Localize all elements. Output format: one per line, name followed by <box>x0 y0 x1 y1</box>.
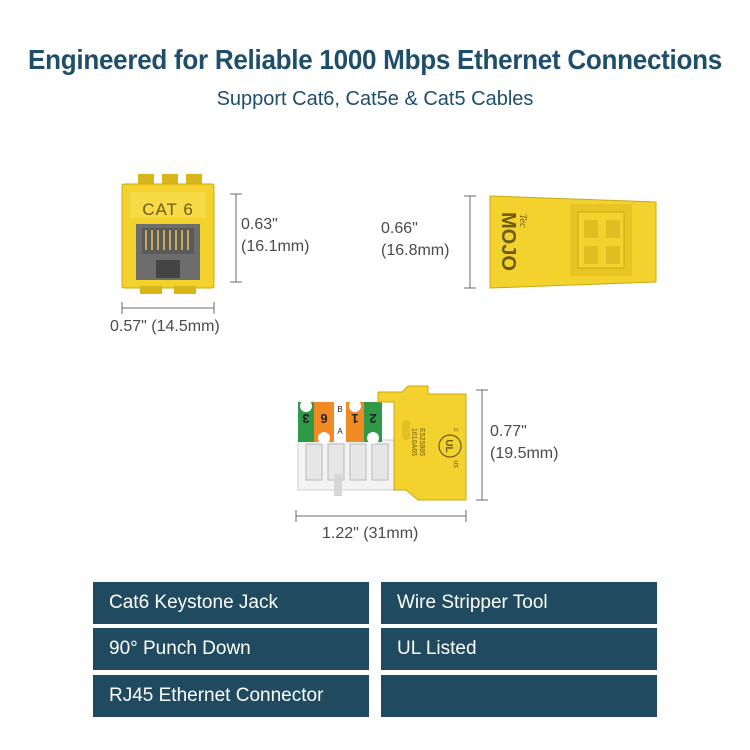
front-view-jack-image: CAT 6 <box>121 174 242 314</box>
model-code-text: E525885 <box>418 428 425 456</box>
pair-letter-b: B <box>337 405 342 414</box>
page-subtitle: Support Cat6, Cat5e & Cat5 Cables <box>216 88 534 110</box>
front-width-dimension: 0.57" (14.5mm) <box>110 318 220 335</box>
batch-code-text: 1610A65 <box>410 428 417 456</box>
pin-label-2: 2 <box>369 411 376 426</box>
page-title: Engineered for Reliable 1000 Mbps Ethern… <box>28 44 722 75</box>
feature-empty-cell <box>381 675 657 717</box>
pin-label-6: 6 <box>320 411 327 426</box>
top-height-mm: (19.5mm) <box>490 445 559 462</box>
ul-mark-text: UL <box>443 439 454 452</box>
pair-letter-a: A <box>337 427 343 436</box>
top-height-dimension: 0.77" (19.5mm) <box>490 421 558 465</box>
feature-ul-listed: UL Listed <box>381 628 657 670</box>
feature-rj45-ethernet-connector: RJ45 Ethernet Connector <box>93 675 369 717</box>
brand-small-text: Tec <box>517 214 528 228</box>
feature-cat6-keystone-jack: Cat6 Keystone Jack <box>93 582 369 624</box>
ul-us-text: us <box>452 460 459 468</box>
side-height-mm: (16.8mm) <box>381 242 450 259</box>
front-height-mm: (16.1mm) <box>241 238 310 255</box>
pin-label-3: 3 <box>302 411 309 426</box>
pin-label-1: 1 <box>351 411 358 426</box>
jack-label-text: CAT 6 <box>142 200 194 219</box>
top-length-dimension: 1.22" (31mm) <box>322 525 419 542</box>
side-height-inches: 0.66" <box>381 220 418 237</box>
ul-c-text: c <box>452 428 459 432</box>
feature-wire-stripper-tool: Wire Stripper Tool <box>381 582 657 624</box>
top-height-inches: 0.77" <box>490 423 527 440</box>
front-height-dimension: 0.63" (16.1mm) <box>241 214 309 258</box>
side-height-dimension: 0.66" (16.8mm) <box>381 218 449 262</box>
top-view-jack-image: 2 1 6 3 B A E525885 1610A65 UL c us <box>295 385 488 522</box>
ul-listed-mark: UL c us <box>438 428 462 468</box>
feature-90-punch-down: 90° Punch Down <box>93 628 369 670</box>
side-view-jack-image: Tec MOJO <box>464 195 657 289</box>
brand-logo-text: MOJO <box>497 212 519 271</box>
front-height-inches: 0.63" <box>241 216 278 233</box>
